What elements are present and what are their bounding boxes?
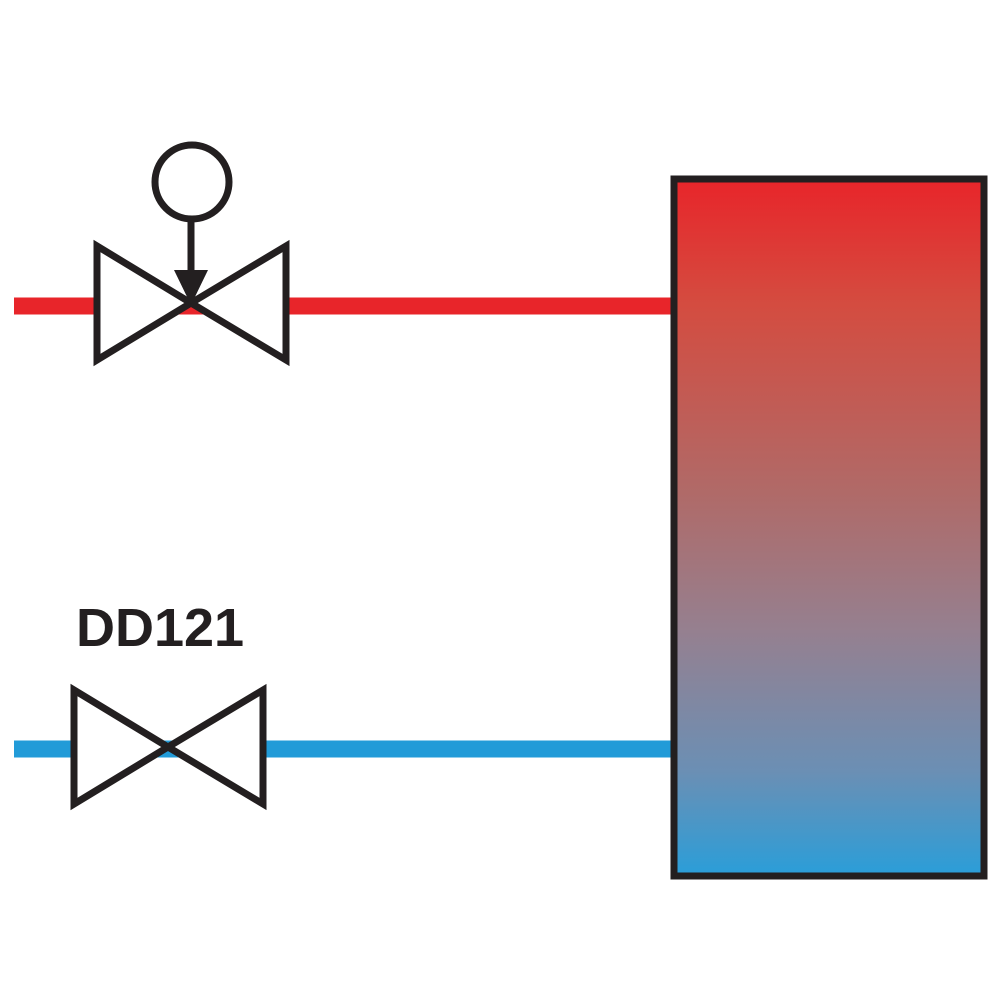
- storage-tank: [670, 175, 988, 880]
- gate-valve-icon: [70, 683, 267, 811]
- actuator-circle-icon: [151, 141, 233, 223]
- valve-body-right: [161, 683, 267, 811]
- valve-body-left: [70, 683, 175, 811]
- valve-label: DD121: [76, 598, 244, 658]
- motorized-valve-icon: [93, 141, 290, 367]
- valve-body-right: [184, 239, 290, 367]
- actuator-arrow-icon: [174, 270, 208, 305]
- valve-body-left: [93, 239, 198, 367]
